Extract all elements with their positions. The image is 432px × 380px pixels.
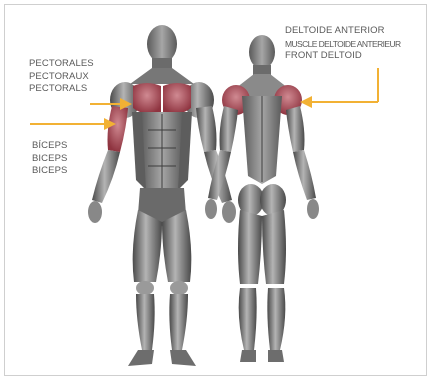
front-trapezius xyxy=(130,68,194,84)
front-left-bicep xyxy=(108,106,129,152)
front-right-pectoral xyxy=(163,83,191,114)
front-left-hand xyxy=(88,201,102,223)
biceps-label: BÍCEPS BICEPS BICEPS xyxy=(32,140,67,178)
biceps-label-en: BICEPS xyxy=(32,165,67,178)
back-right-upper-arm xyxy=(286,106,305,152)
front-right-knee xyxy=(170,281,188,295)
back-left-upper-arm xyxy=(220,106,239,152)
front-right-foot xyxy=(170,350,196,366)
front-left-thigh xyxy=(133,210,162,282)
back-right-forearm xyxy=(293,150,316,200)
front-right-shin xyxy=(169,294,188,350)
back-left-hand xyxy=(205,199,217,219)
back-head xyxy=(249,35,275,69)
deltoid-label-fr: MUSCLE DELTOIDE ANTERIEUR xyxy=(285,38,401,51)
front-left-knee xyxy=(136,281,154,295)
back-left-foot xyxy=(240,350,256,362)
back-left-hamstring xyxy=(238,210,262,284)
front-left-shin xyxy=(136,294,155,350)
pectorals-label-en: PECTORALS xyxy=(29,83,94,96)
biceps-arrow xyxy=(30,118,116,130)
biceps-label-fr: BICEPS xyxy=(32,153,67,166)
front-right-hand xyxy=(222,201,236,223)
pectorals-label: PECTORALES PECTORAUX PECTORALS xyxy=(29,58,94,96)
deltoid-arrow xyxy=(300,68,378,108)
back-right-foot xyxy=(268,350,284,362)
front-left-forearm xyxy=(92,150,120,203)
front-left-foot xyxy=(128,350,154,366)
pectorals-label-fr: PECTORAUX xyxy=(29,71,94,84)
biceps-label-es: BÍCEPS xyxy=(32,140,67,153)
back-right-hamstring xyxy=(262,210,286,284)
back-right-calf xyxy=(267,288,285,350)
deltoid-label: DELTOIDE ANTERIOR MUSCLE DELTOIDE ANTERI… xyxy=(285,25,401,63)
front-right-thigh xyxy=(162,210,191,282)
front-right-upper-arm xyxy=(196,106,217,152)
back-left-calf xyxy=(239,288,257,350)
front-head xyxy=(147,25,177,63)
deltoid-label-es: DELTOIDE ANTERIOR xyxy=(285,25,401,38)
back-right-hand xyxy=(307,199,319,219)
deltoid-label-en: FRONT DELTOID xyxy=(285,50,401,63)
front-left-pectoral xyxy=(133,83,161,114)
pectorals-label-es: PECTORALES xyxy=(29,58,94,71)
